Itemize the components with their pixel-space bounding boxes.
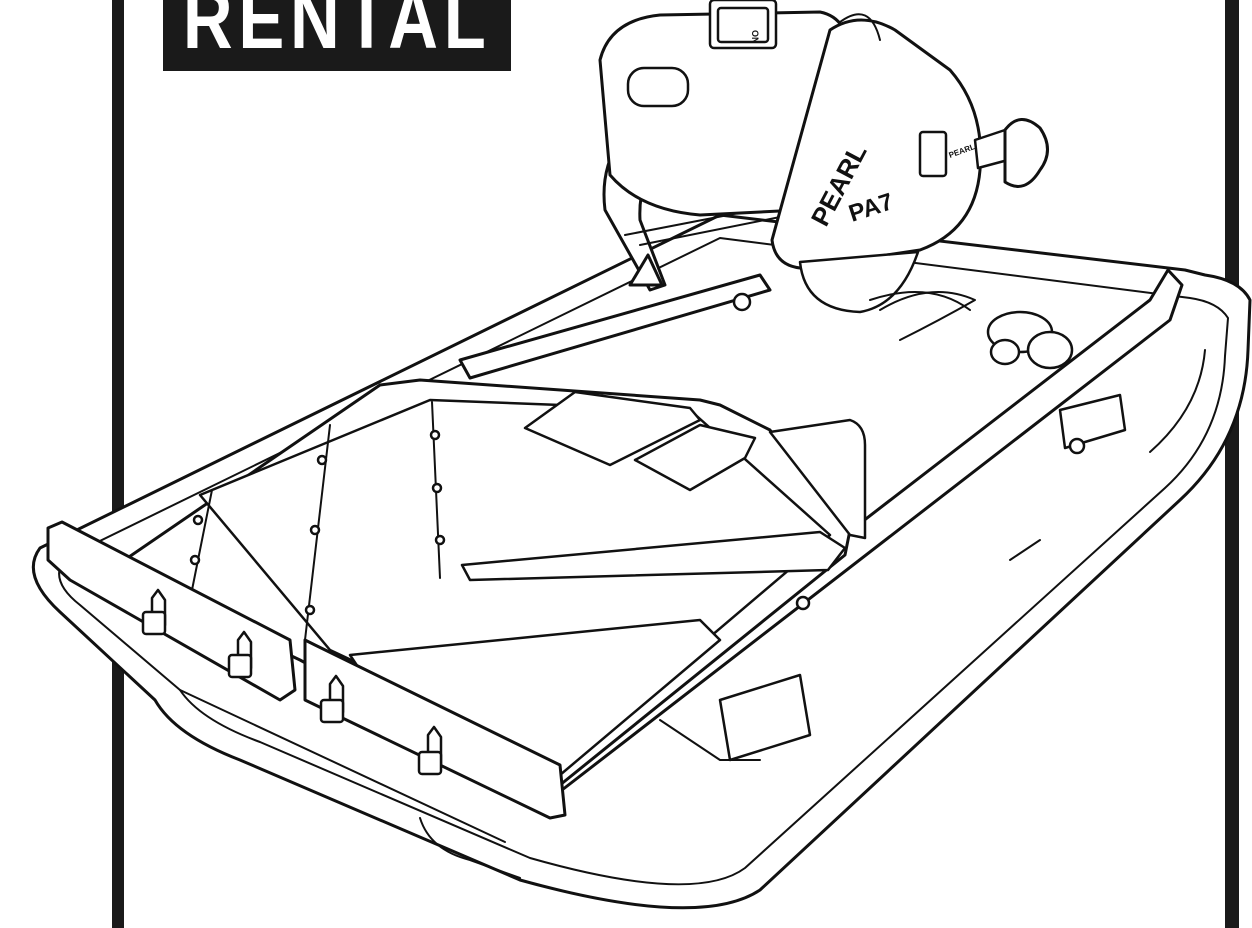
power-switch[interactable]: ON: [708, 0, 778, 50]
motor-vent: [626, 66, 690, 108]
right-border-bar: [1225, 0, 1239, 928]
water-hose: [839, 13, 971, 311]
cutting-cart-deck: [198, 398, 832, 762]
tray-base: [419, 539, 1041, 879]
cart-block-1: [523, 390, 702, 467]
blade-guard: [770, 18, 983, 270]
rail-far: [458, 273, 772, 380]
cart-block-2: [633, 423, 757, 492]
fence-knob-2-icon: [227, 630, 253, 679]
saw-column-support: [628, 253, 664, 287]
rental-banner-text: RENTAL: [182, 0, 492, 66]
water-reservoir: [768, 418, 867, 540]
saw-handle-knob-icon: [973, 118, 1049, 188]
cart-plate-upper: [460, 530, 847, 582]
rib-bolts: [189, 429, 446, 616]
fence-knob-4-icon: [417, 725, 443, 776]
foot-bolt-icon: [1068, 437, 1086, 455]
rental-banner: RENTAL: [163, 0, 511, 71]
power-switch-label: ON: [750, 30, 760, 44]
cart-bolt-icon: [795, 595, 811, 611]
fence-knob-1-icon: [141, 588, 167, 636]
tray-foot-right: [1058, 393, 1127, 450]
rail-bolt-icon: [732, 292, 752, 312]
tray-foot-left: [718, 673, 812, 762]
water-tray-inner: [179, 349, 1206, 843]
water-pump: [879, 291, 1074, 370]
saw-blade: [798, 250, 920, 314]
fence-knob-3-icon: [319, 674, 345, 724]
cart-rib-1: [189, 489, 213, 601]
left-border-bar: [112, 0, 124, 928]
